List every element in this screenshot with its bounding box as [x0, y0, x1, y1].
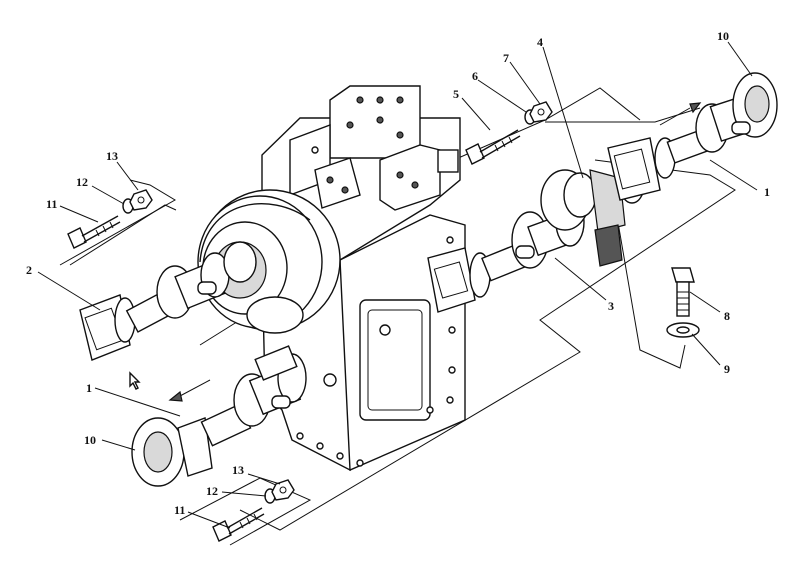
callout-1-left: 1 [86, 381, 92, 395]
callout-8: 8 [724, 309, 730, 323]
direction-arrows [168, 102, 702, 402]
callout-labels: 1 1 2 3 4 5 6 7 8 9 10 10 11 11 12 12 13… [26, 29, 770, 517]
hardware-bolt-8 [671, 267, 695, 317]
leader-lines [37, 41, 758, 529]
callout-13-bottom: 13 [232, 463, 244, 477]
callout-7: 7 [503, 51, 509, 65]
callout-12-bottom: 12 [206, 484, 218, 498]
callout-3: 3 [608, 299, 614, 313]
callout-11-top: 11 [46, 197, 57, 211]
callout-4: 4 [537, 35, 543, 49]
callout-6: 6 [472, 69, 478, 83]
callout-10-right: 10 [717, 29, 729, 43]
callout-12-top: 12 [76, 175, 88, 189]
left-upper-driveshaft [79, 241, 257, 361]
hardware-bolt-11-top [67, 215, 121, 249]
hardware-nut-7 [529, 101, 553, 123]
callout-9: 9 [724, 362, 730, 376]
pointer-cursor-icon [129, 371, 141, 390]
hardware-bolt-5 [465, 129, 521, 165]
assembly-guide-lines [59, 87, 736, 546]
callout-11-bottom: 11 [174, 503, 185, 517]
callout-2: 2 [26, 263, 32, 277]
hardware-nut-13-bottom [271, 479, 295, 501]
callout-13-top: 13 [106, 149, 118, 163]
hardware-bolt-11-bottom [212, 507, 265, 542]
left-lower-driveshaft [131, 345, 307, 487]
valve-block [289, 85, 459, 211]
callout-5: 5 [453, 87, 459, 101]
right-driveshaft [607, 72, 778, 201]
hardware-nut-13-top [129, 189, 153, 211]
hardware-washer-9 [666, 322, 700, 338]
callout-1-right: 1 [764, 185, 770, 199]
callout-10-left: 10 [84, 433, 96, 447]
